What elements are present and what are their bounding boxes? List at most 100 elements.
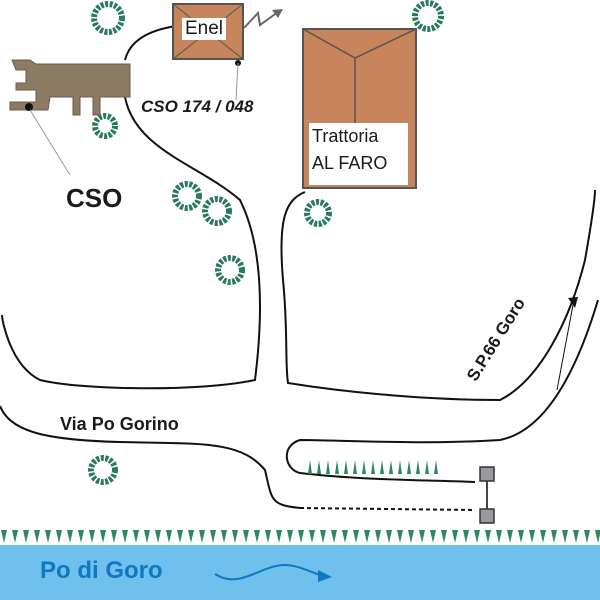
reed-icon [276, 530, 282, 543]
direction-line [556, 304, 574, 391]
cso-leader-line [29, 109, 71, 176]
reed-icon [56, 530, 62, 543]
reed-icon [23, 530, 29, 543]
reed-icon [144, 530, 150, 543]
reed-icon [254, 530, 260, 543]
tree-icon [215, 255, 245, 285]
trees [88, 0, 444, 485]
reed-icon [375, 530, 381, 543]
via-po-gorino-label: Via Po Gorino [60, 414, 179, 434]
reed-icon [562, 530, 568, 543]
reed-icon [265, 530, 271, 543]
reed-icon [595, 530, 600, 543]
road-trattoria-loop [280, 189, 596, 402]
reed-icon [342, 530, 348, 543]
reed-icon [210, 530, 216, 543]
reed-icon [111, 530, 117, 543]
cso-marker [25, 103, 33, 111]
reed-icon [364, 530, 370, 543]
reed-icon [380, 460, 384, 474]
road-sp66 [285, 299, 599, 483]
reed-icon [353, 530, 359, 543]
reed-icon [353, 460, 357, 474]
road-to-enel [124, 25, 177, 61]
reed-icon [408, 530, 414, 543]
tree-icon [172, 181, 202, 211]
tree-icon [88, 455, 118, 485]
reed-icon [188, 530, 194, 543]
lightning-icon [243, 10, 279, 29]
reed-icon [474, 530, 480, 543]
reed-icon [298, 530, 304, 543]
reed-icon [452, 530, 458, 543]
reed-icon [78, 530, 84, 543]
reed-icon [326, 460, 330, 474]
reed-icon [331, 530, 337, 543]
reed-icon [177, 530, 183, 543]
reed-icon [155, 530, 161, 543]
reed-icon [199, 530, 205, 543]
reed-icon [425, 460, 429, 474]
river-po-di-goro [0, 545, 600, 600]
cso-code-label: CSO 174 / 048 [141, 97, 254, 116]
tree-icon [91, 1, 125, 35]
tree-icon [202, 196, 232, 226]
reed-icon [232, 530, 238, 543]
tree-icon [412, 0, 444, 32]
reed-icon [398, 460, 402, 474]
gate [479, 466, 495, 524]
reed-icon [34, 530, 40, 543]
reed-icon [317, 460, 321, 474]
reed-icon [551, 530, 557, 543]
reed-icon [507, 530, 513, 543]
reed-icon [122, 530, 128, 543]
reed-icon [386, 530, 392, 543]
reed-icon [496, 530, 502, 543]
reed-icon [407, 460, 411, 474]
reed-icon [243, 530, 249, 543]
reed-icon [434, 460, 438, 474]
reed-icon [518, 530, 524, 543]
reed-icon [416, 460, 420, 474]
reed-icon [12, 530, 18, 543]
reed-icon [320, 530, 326, 543]
road-via-po-gorino [0, 405, 301, 509]
reed-icon [389, 460, 393, 474]
cso-label: CSO [66, 183, 123, 213]
reed-icon [540, 530, 546, 543]
reed-icon [584, 530, 590, 543]
reed-icon [309, 530, 315, 543]
direction-arrow-icon [568, 297, 578, 308]
reed-icon [362, 460, 366, 474]
reed-icon [397, 530, 403, 543]
reed-icon [441, 530, 447, 543]
trattoria-line2: AL FARO [312, 153, 388, 173]
reed-icon [89, 530, 95, 543]
cso-building [9, 59, 131, 116]
river-label: Po di Goro [40, 557, 163, 584]
reed-icon [45, 530, 51, 543]
road-cso-loop [1, 96, 261, 390]
tree-icon [92, 113, 118, 139]
reed-icon [430, 530, 436, 543]
reed-icon [1, 530, 7, 543]
field-reeds [308, 460, 438, 474]
reed-icon [166, 530, 172, 543]
enel-label: Enel [182, 18, 227, 40]
dashed-path [299, 507, 476, 511]
reed-icon [529, 530, 535, 543]
reed-icon [485, 530, 491, 543]
roads [0, 25, 599, 509]
trattoria-label: Trattoria AL FARO [309, 123, 408, 185]
reed-icon [287, 530, 293, 543]
reed-icon [308, 460, 312, 474]
reed-icon [100, 530, 106, 543]
trattoria-line1: Trattoria [312, 126, 379, 146]
flow-arrow-icon [214, 563, 326, 581]
reed-icon [573, 530, 579, 543]
reed-icon [335, 460, 339, 474]
reed-icon [67, 530, 73, 543]
reed-icon [133, 530, 139, 543]
reed-icon [221, 530, 227, 543]
